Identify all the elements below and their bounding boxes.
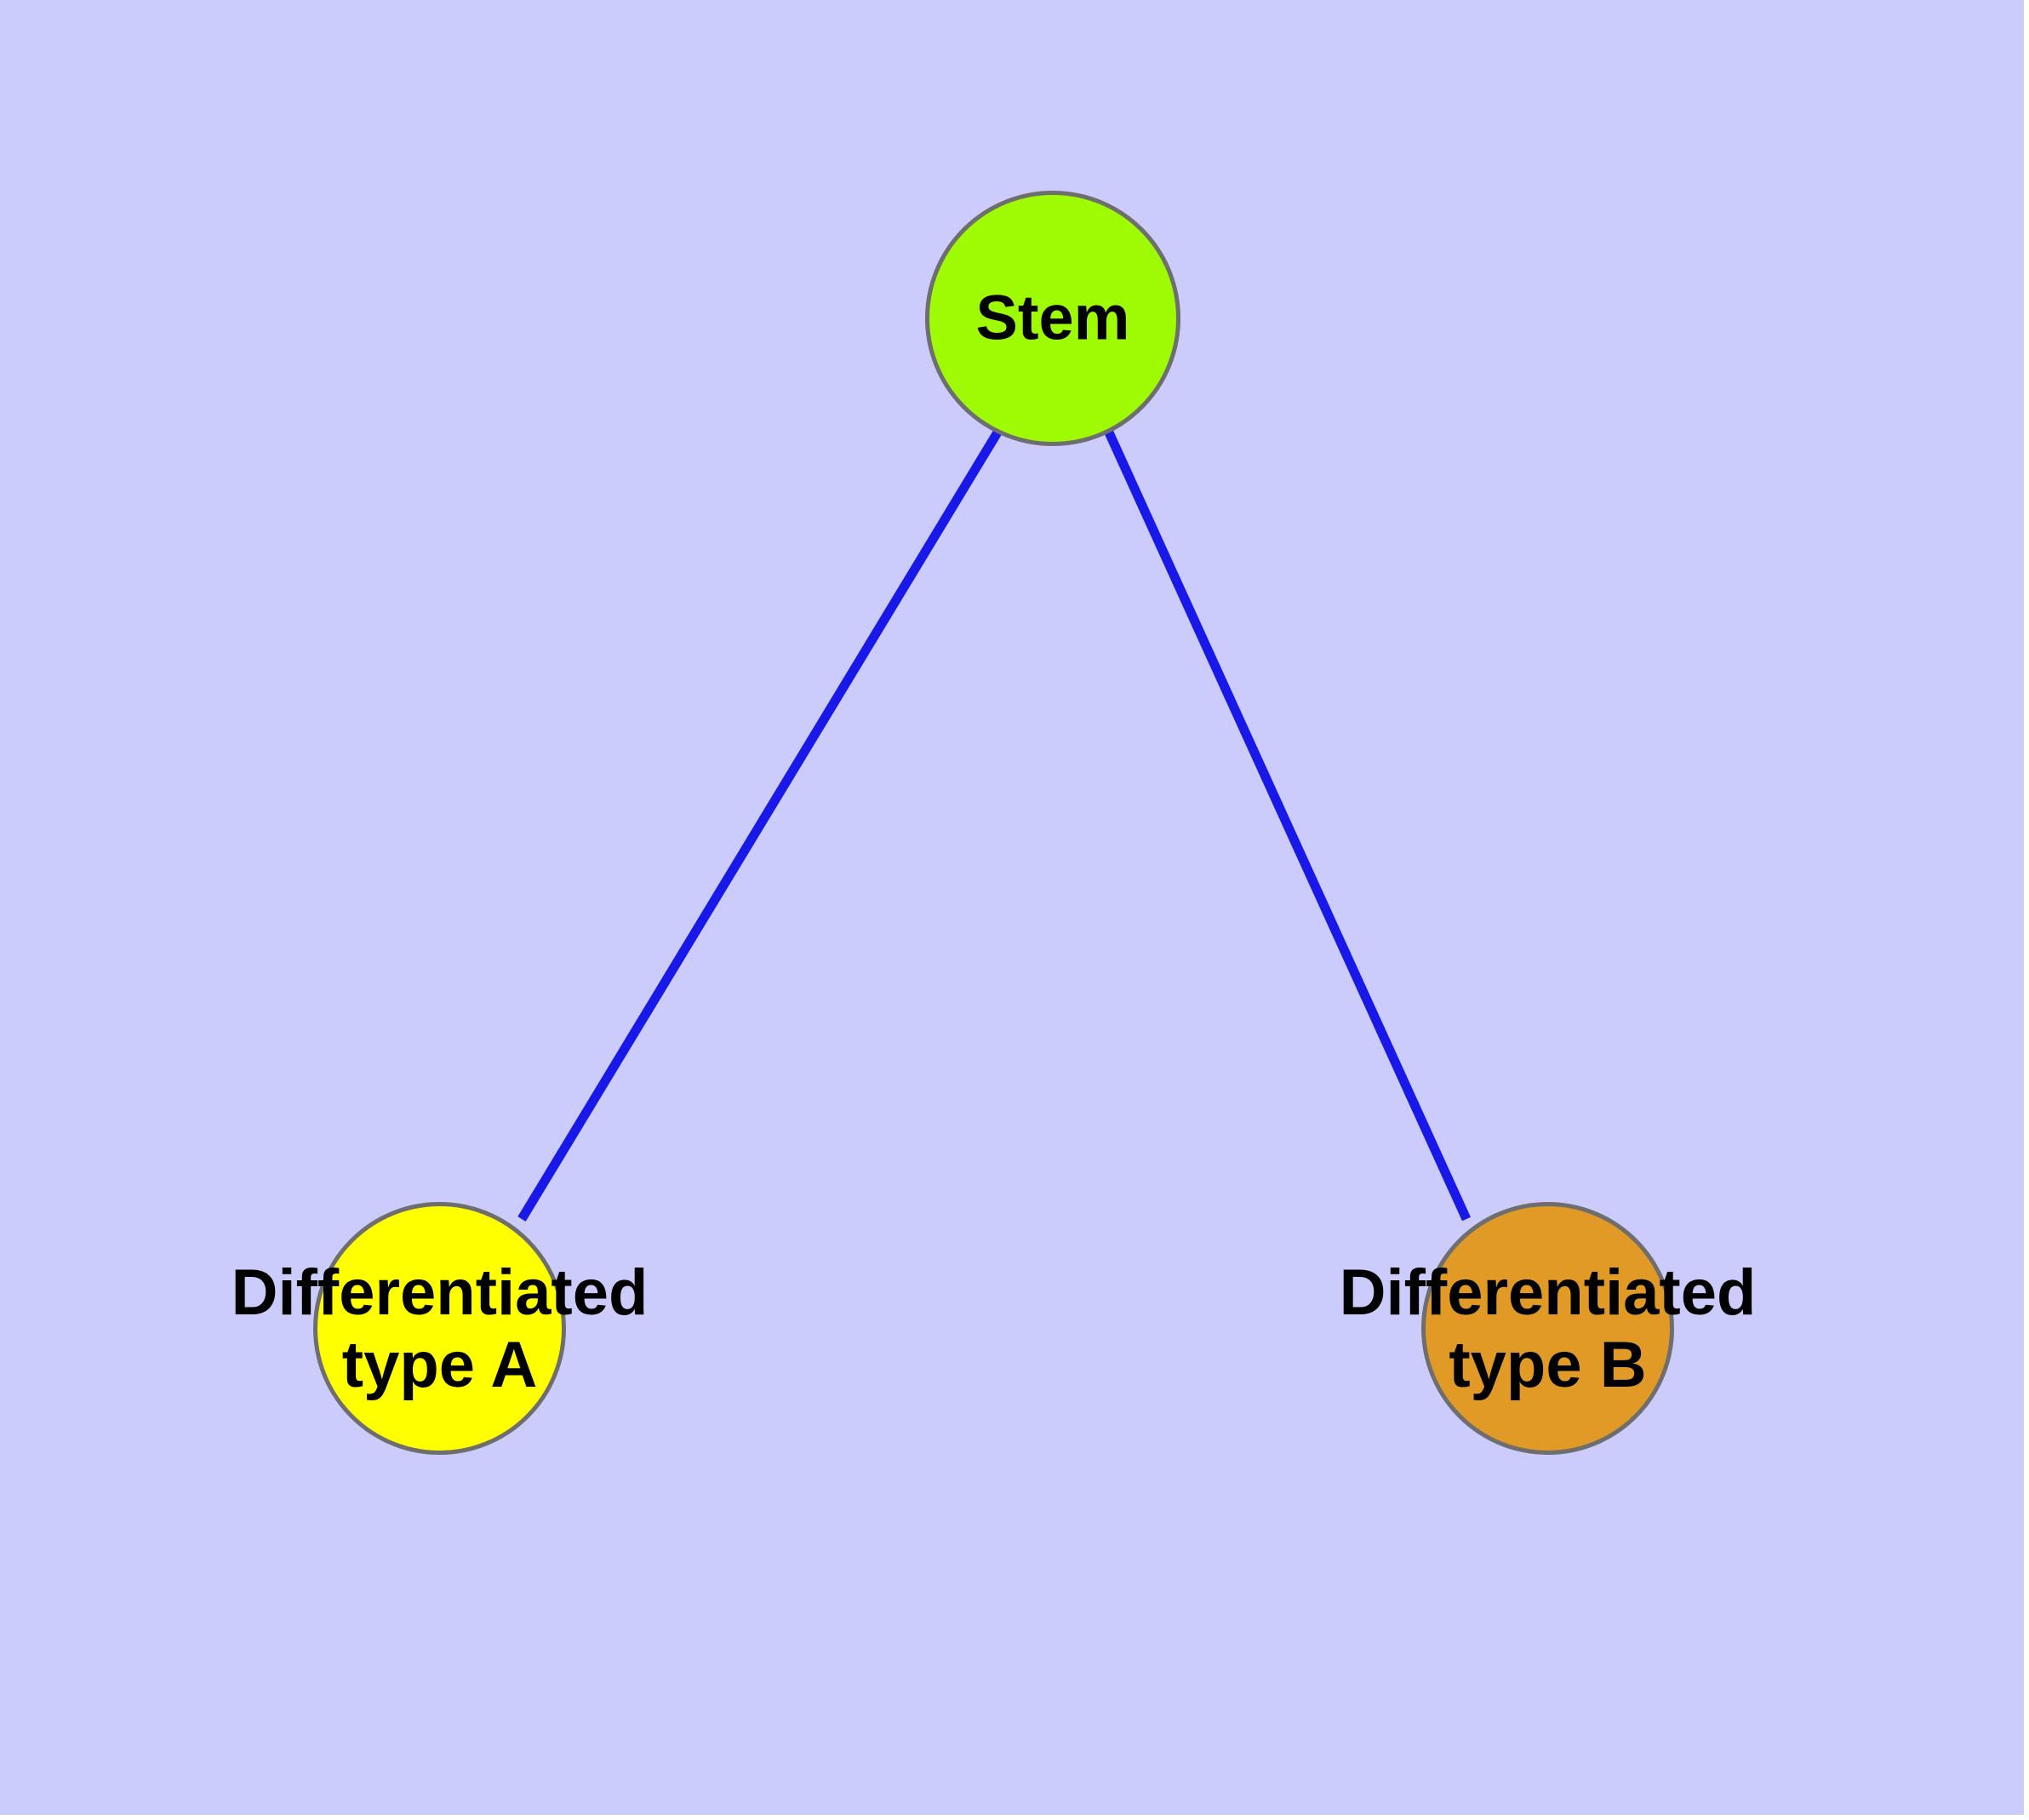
node-differentiated-type-b[interactable]: Differentiated type B bbox=[1340, 1202, 1756, 1455]
node-stem[interactable]: Stem bbox=[925, 191, 1180, 446]
edge-stem-to-diff-b[interactable] bbox=[1104, 430, 1472, 1222]
node-differentiated-type-a[interactable]: Differentiated type A bbox=[231, 1202, 648, 1455]
node-stem-label: Stem bbox=[975, 282, 1130, 353]
edge-stem-to-diff-a[interactable] bbox=[517, 430, 1002, 1222]
